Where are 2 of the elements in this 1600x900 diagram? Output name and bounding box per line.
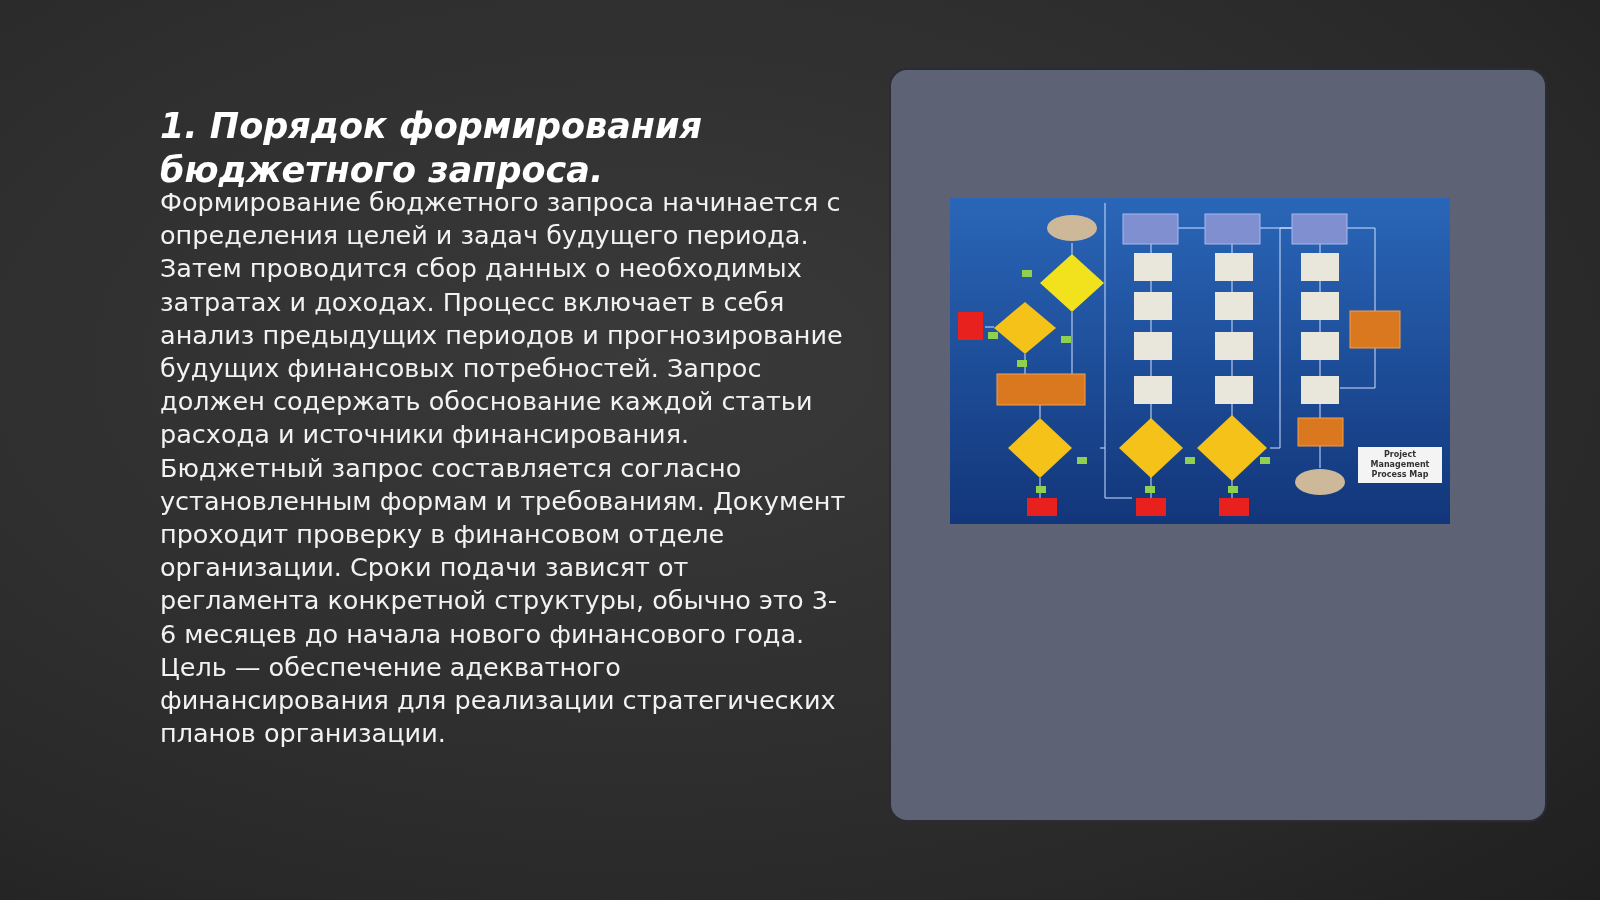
- map-title-label: Project Management Process Map: [1358, 447, 1442, 483]
- slide-title: 1. Порядок формирования бюджетного запроса.: [160, 105, 703, 191]
